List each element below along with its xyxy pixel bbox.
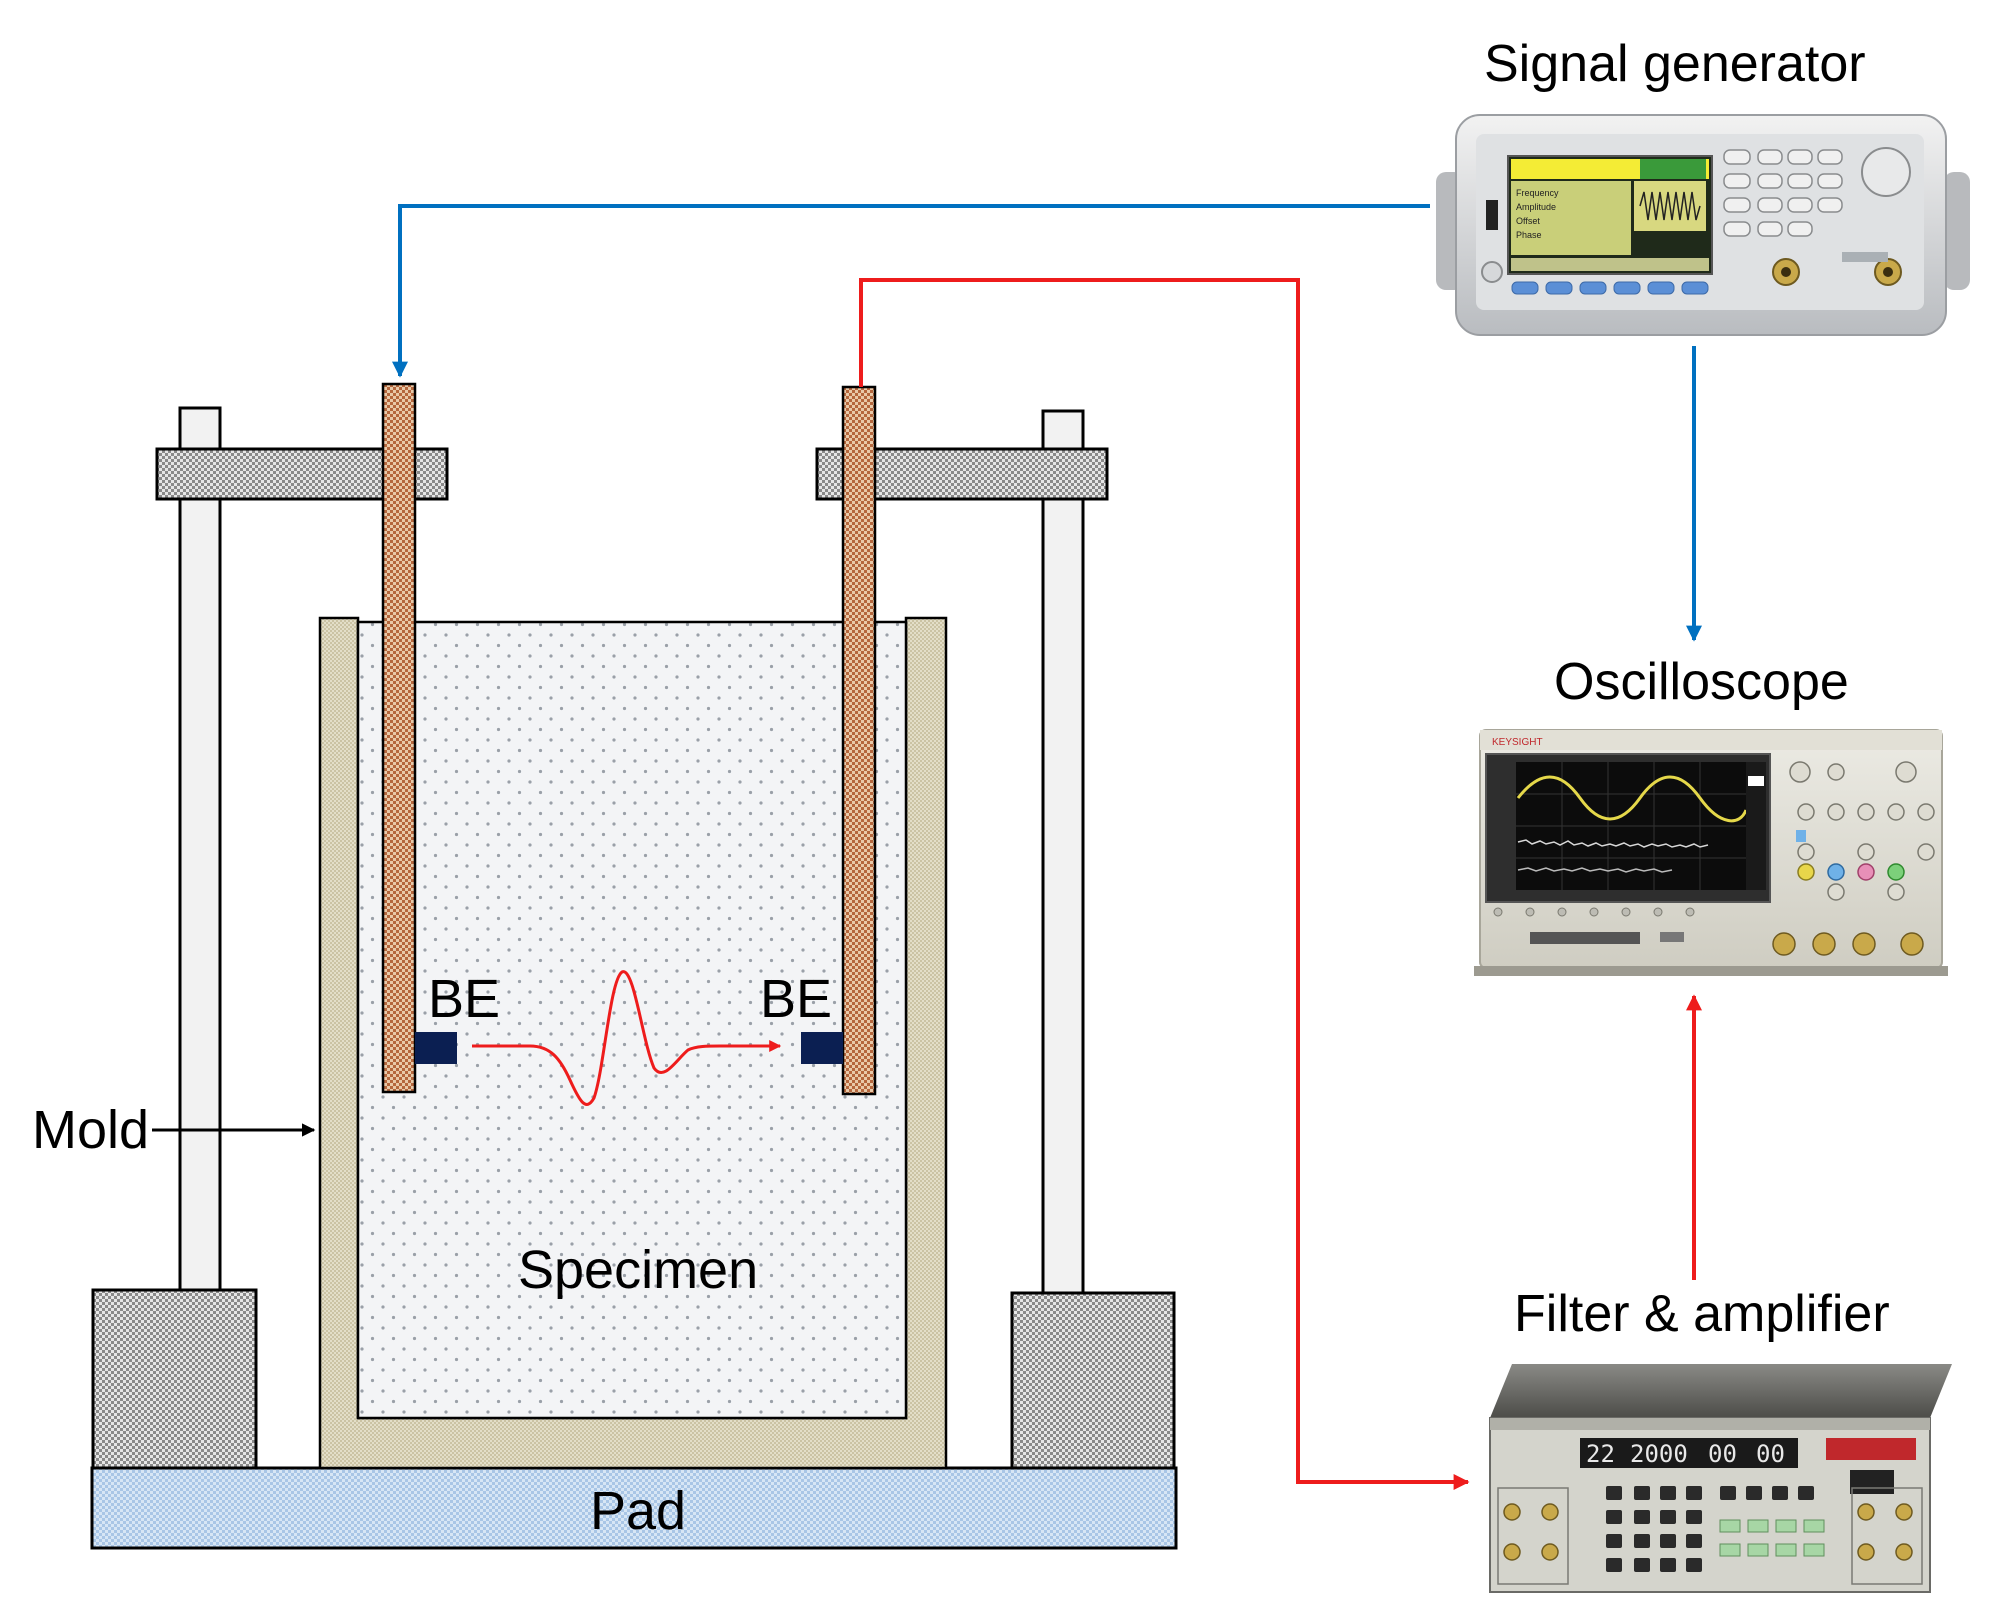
right-post xyxy=(1041,409,1085,1295)
filter-display-3: 00 xyxy=(1708,1440,1737,1468)
filter-amplifier-device: 22 2000 00 00 xyxy=(1489,1364,1952,1593)
label-filter-amplifier: Filter & amplifier xyxy=(1514,1285,1890,1343)
filter-display-4: 00 xyxy=(1756,1440,1785,1468)
label-pad: Pad xyxy=(590,1481,687,1541)
signal-wire-to-transmitter xyxy=(392,204,1430,378)
right-rod xyxy=(841,385,877,1096)
filter-display-2: 2000 xyxy=(1630,1440,1688,1468)
specimen xyxy=(356,620,908,1420)
shear-wave xyxy=(472,970,782,1106)
right-base-block xyxy=(1010,1291,1176,1470)
label-signal-generator: Signal generator xyxy=(1484,35,1866,93)
sg-screen-line-4: Phase xyxy=(1516,230,1542,240)
sg-screen-line-1: Frequency xyxy=(1516,188,1559,198)
label-be-right: BE xyxy=(760,969,833,1029)
label-specimen: Specimen xyxy=(518,1240,759,1300)
receiver-wire-to-filter xyxy=(859,278,1470,1490)
left-post xyxy=(178,406,222,1292)
oscilloscope-trace-sine xyxy=(1516,775,1748,823)
label-oscilloscope: Oscilloscope xyxy=(1554,653,1849,711)
oscilloscope-device: KEYSIGHT xyxy=(1474,729,1948,976)
filter-display-1: 22 xyxy=(1586,1440,1615,1468)
sg-knob xyxy=(1861,147,1911,197)
signal-generator-device: Frequency Amplitude Offset Phase xyxy=(1436,114,1970,336)
label-be-left: BE xyxy=(428,969,501,1029)
oscilloscope-brand: KEYSIGHT xyxy=(1492,737,1543,748)
sg-screen-line-2: Amplitude xyxy=(1516,202,1556,212)
label-mold: Mold xyxy=(32,1100,150,1160)
sg-screen-line-3: Offset xyxy=(1516,216,1540,226)
bender-element-left xyxy=(415,1032,457,1064)
filter-display xyxy=(1580,1438,1798,1468)
pad-base xyxy=(90,1466,1178,1550)
left-rod xyxy=(381,382,417,1094)
bender-element-right xyxy=(801,1032,843,1064)
left-base-block xyxy=(91,1288,258,1470)
